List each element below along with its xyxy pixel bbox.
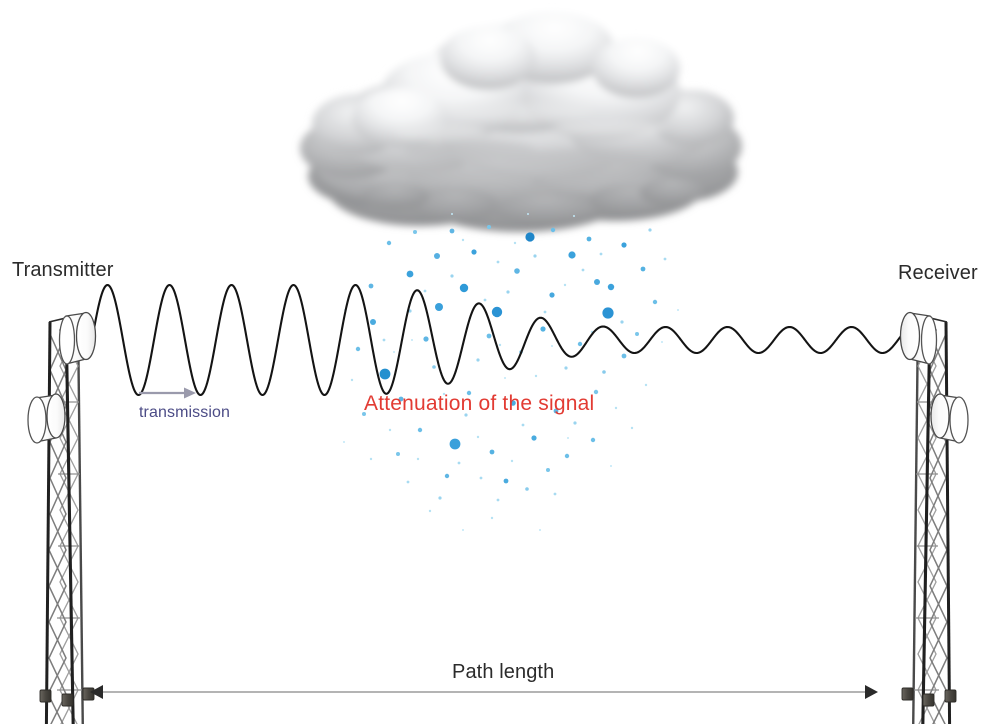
receiver-label: Receiver xyxy=(898,262,978,284)
path-length-label: Path length xyxy=(452,661,555,683)
receiver-upper-antenna xyxy=(899,311,938,365)
raindrops-icon xyxy=(343,213,679,531)
transmission-label: transmission xyxy=(139,404,231,421)
cloud-icon xyxy=(300,12,742,232)
sine-wave-icon xyxy=(90,283,918,397)
receiver-tower-feet xyxy=(901,687,957,707)
transmitter-tower-feet xyxy=(39,687,95,707)
transmission-arrow-icon xyxy=(139,387,196,399)
path-length-arrow-icon xyxy=(90,685,878,699)
receiver-lower-antenna xyxy=(930,393,969,444)
transmitter-lower-antenna xyxy=(27,393,66,444)
transmitter-label: Transmitter xyxy=(12,259,114,281)
attenuation-label: Attenuation of the signal xyxy=(364,392,595,415)
transmitter-upper-antenna xyxy=(58,311,97,365)
